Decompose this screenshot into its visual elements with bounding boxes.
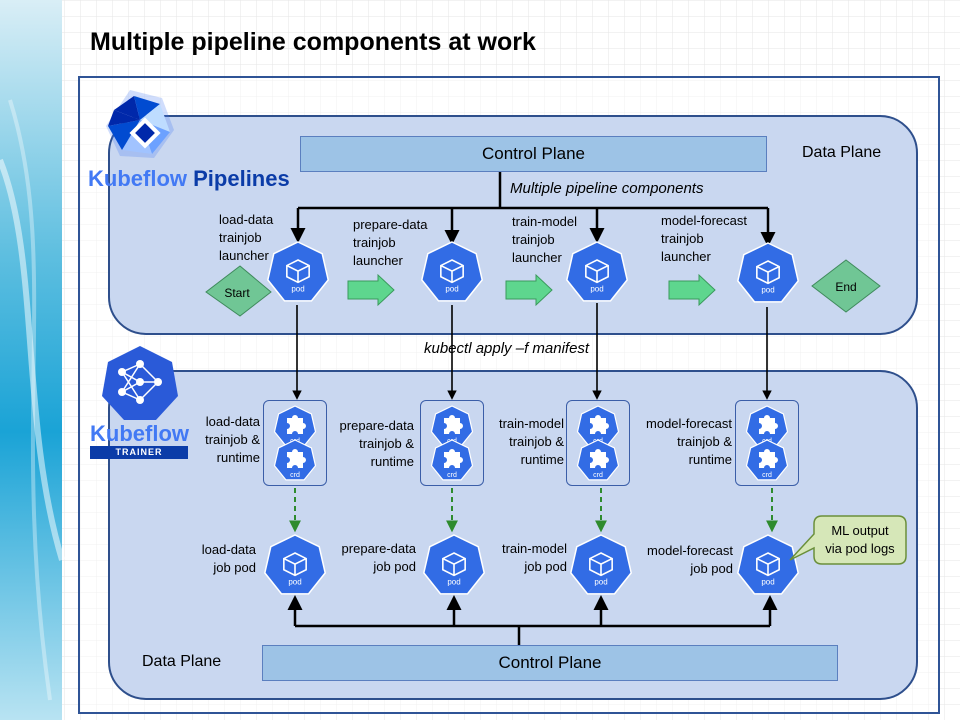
kubectl-apply-caption: kubectl apply –f manifest (424, 340, 590, 357)
pipelines-control-plane: Control Plane (300, 136, 767, 172)
crd-group-train-model (566, 400, 630, 486)
launcher-label-train-model: train-model trainjob launcher (512, 214, 578, 265)
job-pod-label-model-forecast: model-forecast job pod (647, 543, 733, 576)
runtime-label-train-model: train-model trainjob & runtime (498, 416, 564, 467)
job-pod-label-train-model: train-model job pod (501, 541, 567, 574)
crd-group-model-forecast (735, 400, 799, 486)
kubeflow-word: Kubeflow (88, 166, 187, 191)
pipelines-logo-text: Kubeflow Pipelines (88, 166, 290, 192)
trainer-control-plane: Control Plane (262, 645, 838, 681)
launcher-label-load-data: load-data trainjob launcher (219, 212, 274, 263)
launcher-label-prepare-data: prepare-data trainjob launcher (353, 217, 428, 268)
crd-group-prepare-data (420, 400, 484, 486)
kubeflow-logo-icon (106, 90, 174, 158)
runtime-label-model-forecast: model-forecast trainjob & runtime (646, 416, 732, 467)
trainer-logo-word: Kubeflow (90, 421, 189, 446)
runtime-label-prepare-data: prepare-data trainjob & runtime (339, 418, 414, 469)
slide-title: Multiple pipeline components at work (90, 28, 536, 56)
job-pod-label-load-data: load-data job pod (201, 542, 256, 575)
job-pod-label-prepare-data: prepare-data job pod (341, 541, 416, 574)
kubeflow-trainer-logo-icon (102, 346, 178, 420)
pipelines-data-plane-label: Data Plane (802, 144, 882, 161)
pipelines-word: Pipelines (193, 166, 290, 191)
components-caption: Multiple pipeline components (510, 180, 704, 197)
runtime-label-load-data: load-data trainjob & runtime (205, 414, 260, 465)
crd-group-load-data (263, 400, 327, 486)
launcher-label-model-forecast: model-forecast trainjob launcher (661, 213, 747, 264)
trainer-data-plane-label: Data Plane (142, 653, 222, 670)
trainer-logo-badge: TRAINER (90, 446, 188, 459)
